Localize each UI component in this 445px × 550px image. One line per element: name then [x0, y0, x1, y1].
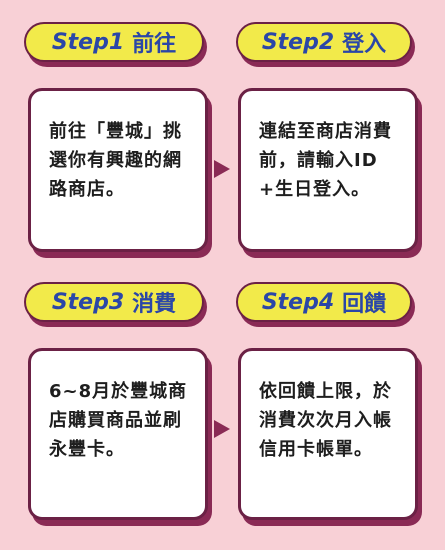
step-2-card: 連結至商店消費前，請輸入ID+生日登入。	[238, 88, 418, 252]
step-3-label: Step3	[51, 289, 125, 315]
arrow-right-icon	[214, 420, 230, 438]
arrow-right-icon	[214, 160, 230, 178]
step-1-card: 前往「豐城」挑選你有興趣的網路商店。	[28, 88, 208, 252]
step-2-title: 登入	[342, 32, 387, 57]
step-1-description: 前往「豐城」挑選你有興趣的網路商店。	[49, 121, 182, 200]
step-4-label: Step4	[261, 289, 335, 315]
step-3-title: 消費	[132, 292, 177, 317]
step-1-label: Step1	[51, 29, 125, 55]
step-3-pill: Step3 消費	[24, 282, 204, 322]
step-1-pill: Step1 前往	[24, 22, 204, 62]
step-3-description: 6~8月於豐城商店購買商品並刷永豐卡。	[49, 381, 188, 460]
step-2-label: Step2	[261, 29, 335, 55]
step-2-pill: Step2 登入	[236, 22, 412, 62]
step-4-card: 依回饋上限，於消費次次月入帳信用卡帳單。	[238, 348, 418, 520]
step-4-description: 依回饋上限，於消費次次月入帳信用卡帳單。	[259, 381, 392, 460]
step-4-pill: Step4 回饋	[236, 282, 412, 322]
step-2-description: 連結至商店消費前，請輸入ID+生日登入。	[259, 121, 392, 200]
step-4-title: 回饋	[342, 292, 387, 317]
step-1-title: 前往	[132, 32, 177, 57]
step-3-card: 6~8月於豐城商店購買商品並刷永豐卡。	[28, 348, 208, 520]
